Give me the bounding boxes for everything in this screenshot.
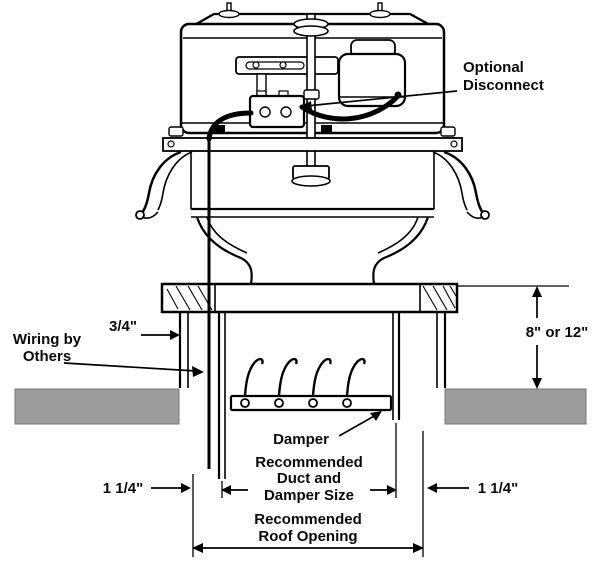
label-gap-left: 1 1/4" xyxy=(103,480,143,497)
drive-shaft xyxy=(291,13,331,187)
optional-disconnect-line2: Disconnect xyxy=(463,77,544,94)
bolt-icon xyxy=(369,2,391,19)
label-optional-disconnect: Optional Disconnect xyxy=(463,59,544,94)
wiring-line2: Others xyxy=(23,348,71,365)
damper-assembly xyxy=(229,357,393,412)
roof-deck-right xyxy=(444,388,587,425)
label-three-quarter: 3/4" xyxy=(109,318,137,335)
duct-right-wall xyxy=(392,312,401,420)
venturi-bowl xyxy=(191,207,434,285)
leader-wiring xyxy=(63,362,204,377)
roof-curb xyxy=(160,282,459,388)
dimension-gap-right xyxy=(427,483,469,493)
dimension-duct-size xyxy=(221,485,397,495)
label-eight-or-twelve: 8" or 12" xyxy=(526,324,589,341)
label-duct-size: Recommended Duct and Damper Size xyxy=(255,454,363,504)
wiring-conduit xyxy=(206,110,254,469)
duct-left-wall xyxy=(217,312,226,479)
label-gap-right: 1 1/4" xyxy=(478,480,518,497)
roof-deck-left xyxy=(14,388,180,425)
hood-left xyxy=(135,137,463,220)
roof-opening-line1: Recommended xyxy=(254,511,362,528)
wood-grain-hatch xyxy=(166,285,457,311)
bolt-icon xyxy=(218,2,240,19)
duct-size-line3: Damper Size xyxy=(264,487,354,504)
roof-opening-line2: Roof Opening xyxy=(258,528,357,545)
wiring-line1: Wiring by xyxy=(13,331,82,348)
leader-optional-disconnect xyxy=(299,90,458,111)
label-wiring-by-others: Wiring by Others xyxy=(13,331,82,365)
motor xyxy=(337,39,407,108)
label-damper: Damper xyxy=(273,431,329,448)
optional-disconnect-line1: Optional xyxy=(463,59,524,76)
dimension-wall-thickness xyxy=(141,330,180,340)
dimension-curb-height xyxy=(532,286,542,389)
dimension-gap-left xyxy=(151,483,191,493)
dimension-roof-opening xyxy=(192,543,424,553)
hood-right xyxy=(432,150,490,220)
duct-size-line2: Duct and xyxy=(277,470,341,487)
duct-size-line1: Recommended xyxy=(255,454,363,471)
junction-box xyxy=(248,90,306,129)
label-roof-opening: Recommended Roof Opening xyxy=(254,511,362,545)
leader-damper xyxy=(338,411,382,437)
